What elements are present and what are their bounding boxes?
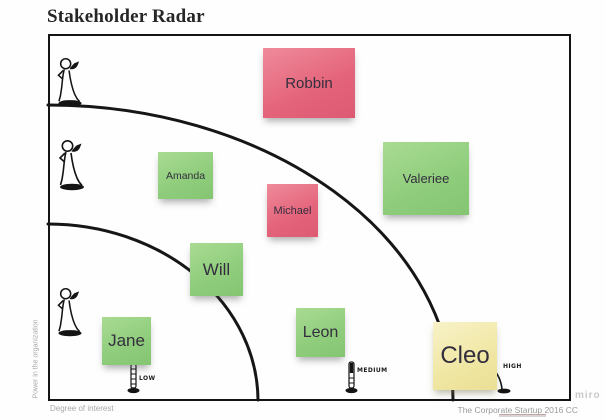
miro-watermark: miro — [575, 390, 601, 401]
interest-level-high-label: HIGH — [503, 363, 522, 370]
sticky-note-label: Jane — [108, 331, 145, 350]
person-figure-icon-high-power — [57, 57, 82, 107]
interest-meter-medium-icon — [345, 361, 358, 394]
sticky-note-label: Amanda — [165, 169, 206, 182]
sticky-note-will[interactable]: Will — [190, 243, 243, 296]
sticky-note-valeriee[interactable]: Valeriee — [383, 142, 469, 215]
sticky-note-cleo[interactable]: Cleo — [433, 322, 497, 390]
footer-url-smudge — [499, 414, 546, 417]
x-axis-label: Degree of interest — [50, 404, 114, 413]
sticky-note-robbin[interactable]: Robbin — [263, 48, 355, 118]
sticky-note-jane[interactable]: Jane — [102, 317, 151, 365]
person-figure-icon-low-power — [57, 287, 82, 337]
person-figure-icon-medium-power — [58, 140, 84, 191]
sticky-note-michael[interactable]: Michael — [267, 184, 318, 237]
interest-level-low-label: LOW — [139, 375, 156, 382]
sticky-note-label: Robbin — [285, 74, 333, 92]
sticky-note-label: Cleo — [440, 342, 490, 369]
footer-credit: The Corporate Startup 2016 CC — [457, 405, 578, 415]
sticky-note-amanda[interactable]: Amanda — [158, 152, 213, 199]
interest-level-medium-label: MEDIUM — [357, 367, 388, 374]
sticky-note-label: Will — [202, 259, 231, 279]
sticky-note-label: Valeriee — [402, 171, 450, 186]
y-axis-label: Power in the organization — [32, 319, 40, 399]
sticky-note-label: Michael — [273, 204, 312, 217]
page-title: Stakeholder Radar — [47, 6, 205, 27]
sticky-note-leon[interactable]: Leon — [296, 308, 345, 357]
sticky-note-label: Leon — [302, 323, 339, 341]
